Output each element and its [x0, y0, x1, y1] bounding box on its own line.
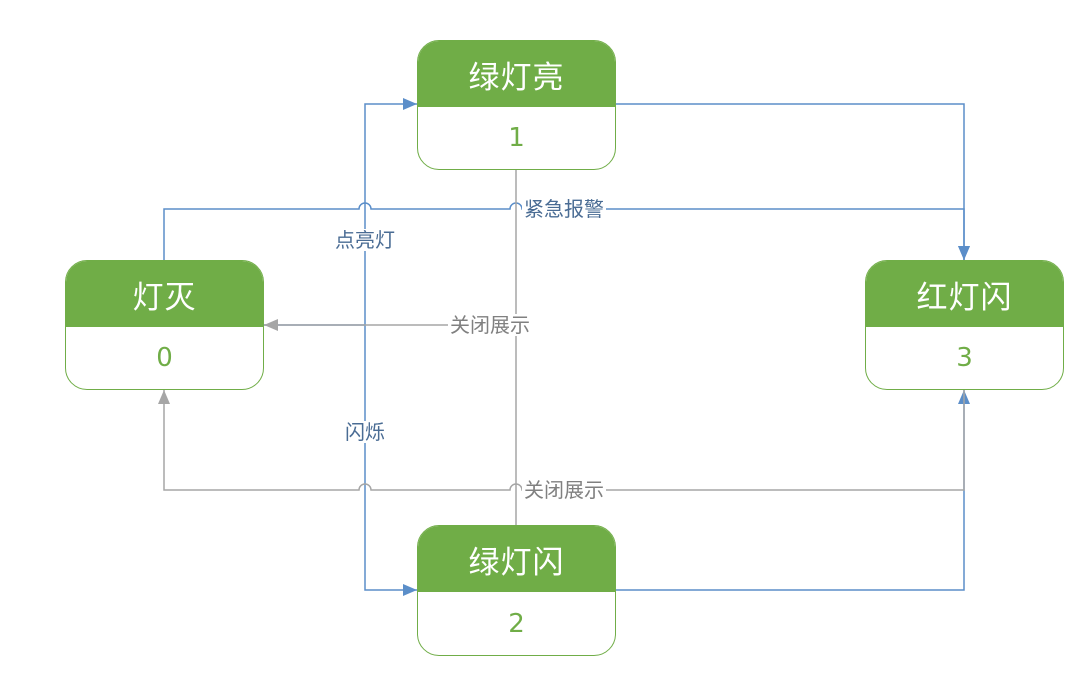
label-flash: 闪烁	[343, 420, 387, 444]
state-green-flash-code: 2	[508, 608, 525, 639]
state-green-flash: 绿灯闪 2	[417, 525, 616, 656]
state-off-code: 0	[156, 343, 173, 373]
edge-close-from-red	[158, 390, 965, 491]
edge-flash	[364, 325, 417, 596]
state-off-title: 灯灭	[66, 261, 263, 327]
state-red-flash-code: 3	[956, 343, 973, 373]
state-red-flash-title: 红灯闪	[866, 261, 1063, 327]
state-green-on: 绿灯亮 1	[417, 40, 616, 170]
label-close-from-green: 关闭展示	[448, 313, 532, 337]
state-green-on-title: 绿灯亮	[418, 41, 615, 107]
state-off: 灯灭 0	[65, 260, 264, 390]
label-close-from-red: 关闭展示	[522, 478, 606, 502]
edge-alarm	[163, 202, 970, 260]
edge-green-on-to-red-flash	[616, 103, 970, 260]
state-red-flash: 红灯闪 3	[865, 260, 1064, 390]
edge-light-on	[364, 98, 417, 325]
label-alarm: 紧急报警	[522, 197, 606, 221]
state-green-flash-title: 绿灯闪	[418, 526, 615, 592]
label-light-on: 点亮灯	[333, 228, 397, 252]
state-green-on-code: 1	[508, 123, 525, 153]
